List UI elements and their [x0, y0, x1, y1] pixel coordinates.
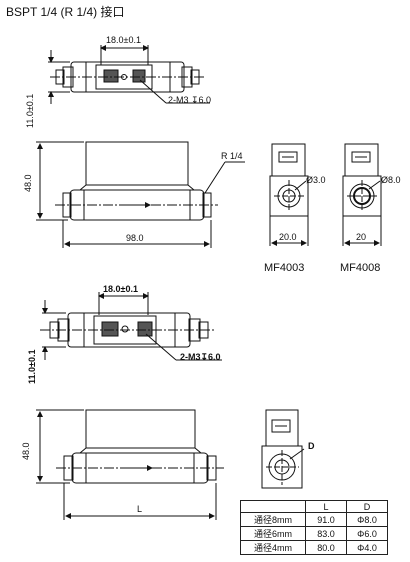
spec-cell: 通径6mm [240, 526, 306, 541]
side-view-1 [36, 141, 245, 248]
height-dimension-4: 48.0 [21, 442, 31, 460]
table-row: 通径6mm 83.0 Φ6.0 [240, 526, 388, 541]
spec-cell: 91.0 [305, 512, 347, 527]
screw-callout-2: 2-M3↧6.0 [180, 352, 221, 362]
width-mf4008: 20 [356, 232, 367, 242]
spec-header-cell: L [305, 500, 347, 513]
length-dimension-1: 98.0 [126, 233, 144, 243]
end-view-mf4008 [342, 143, 382, 246]
spec-cell: Φ8.0 [346, 512, 388, 527]
table-row: 通径4mm 80.0 Φ4.0 [240, 540, 388, 555]
height-dimension-2: 48.0 [23, 174, 33, 192]
spec-cell: Φ6.0 [346, 526, 388, 541]
spec-cell: Φ4.0 [346, 540, 388, 555]
spec-header-cell [240, 500, 306, 513]
spec-table-header-row: L D [240, 500, 388, 513]
table-row: 通径8mm 91.0 Φ8.0 [240, 512, 388, 527]
width-mf4003: 20.0 [279, 232, 297, 242]
diameter-mf4008: Ø8.0 [381, 175, 401, 185]
spec-cell: 83.0 [305, 526, 347, 541]
spec-header-cell: D [346, 500, 388, 513]
side-view-2 [36, 409, 224, 520]
spec-table: L D 通径8mm 91.0 Φ8.0 通径6mm 83.0 Φ6.0 通径4m… [240, 500, 388, 555]
top-view-1 [48, 45, 210, 104]
diameter-mf4003: Ø3.0 [306, 175, 326, 185]
model-mf4003: MF4003 [264, 262, 305, 274]
spec-cell: 80.0 [305, 540, 347, 555]
end-view-mf4003 [269, 143, 309, 246]
pitch-dimension-2: 18.0±0.1 [103, 284, 138, 294]
top-view-2 [40, 292, 222, 361]
screw-callout-1: 2-M3 ↧6.0 [168, 95, 212, 105]
spec-cell: 通径4mm [240, 540, 306, 555]
height-dimension-1: 11.0±0.1 [25, 93, 35, 128]
diameter-dimension-d: D [308, 441, 315, 451]
drawing-title: BSPT 1/4 (R 1/4) 接口 [6, 5, 125, 19]
model-mf4008: MF4008 [340, 262, 381, 274]
height-dimension-3: 11.0±0.1 [27, 349, 37, 384]
spec-cell: 通径8mm [240, 512, 306, 527]
length-dimension-2: L [137, 504, 143, 514]
pitch-dimension-1: 18.0±0.1 [106, 35, 141, 45]
thread-callout: R 1/4 [221, 151, 243, 161]
end-view-2 [261, 409, 305, 489]
